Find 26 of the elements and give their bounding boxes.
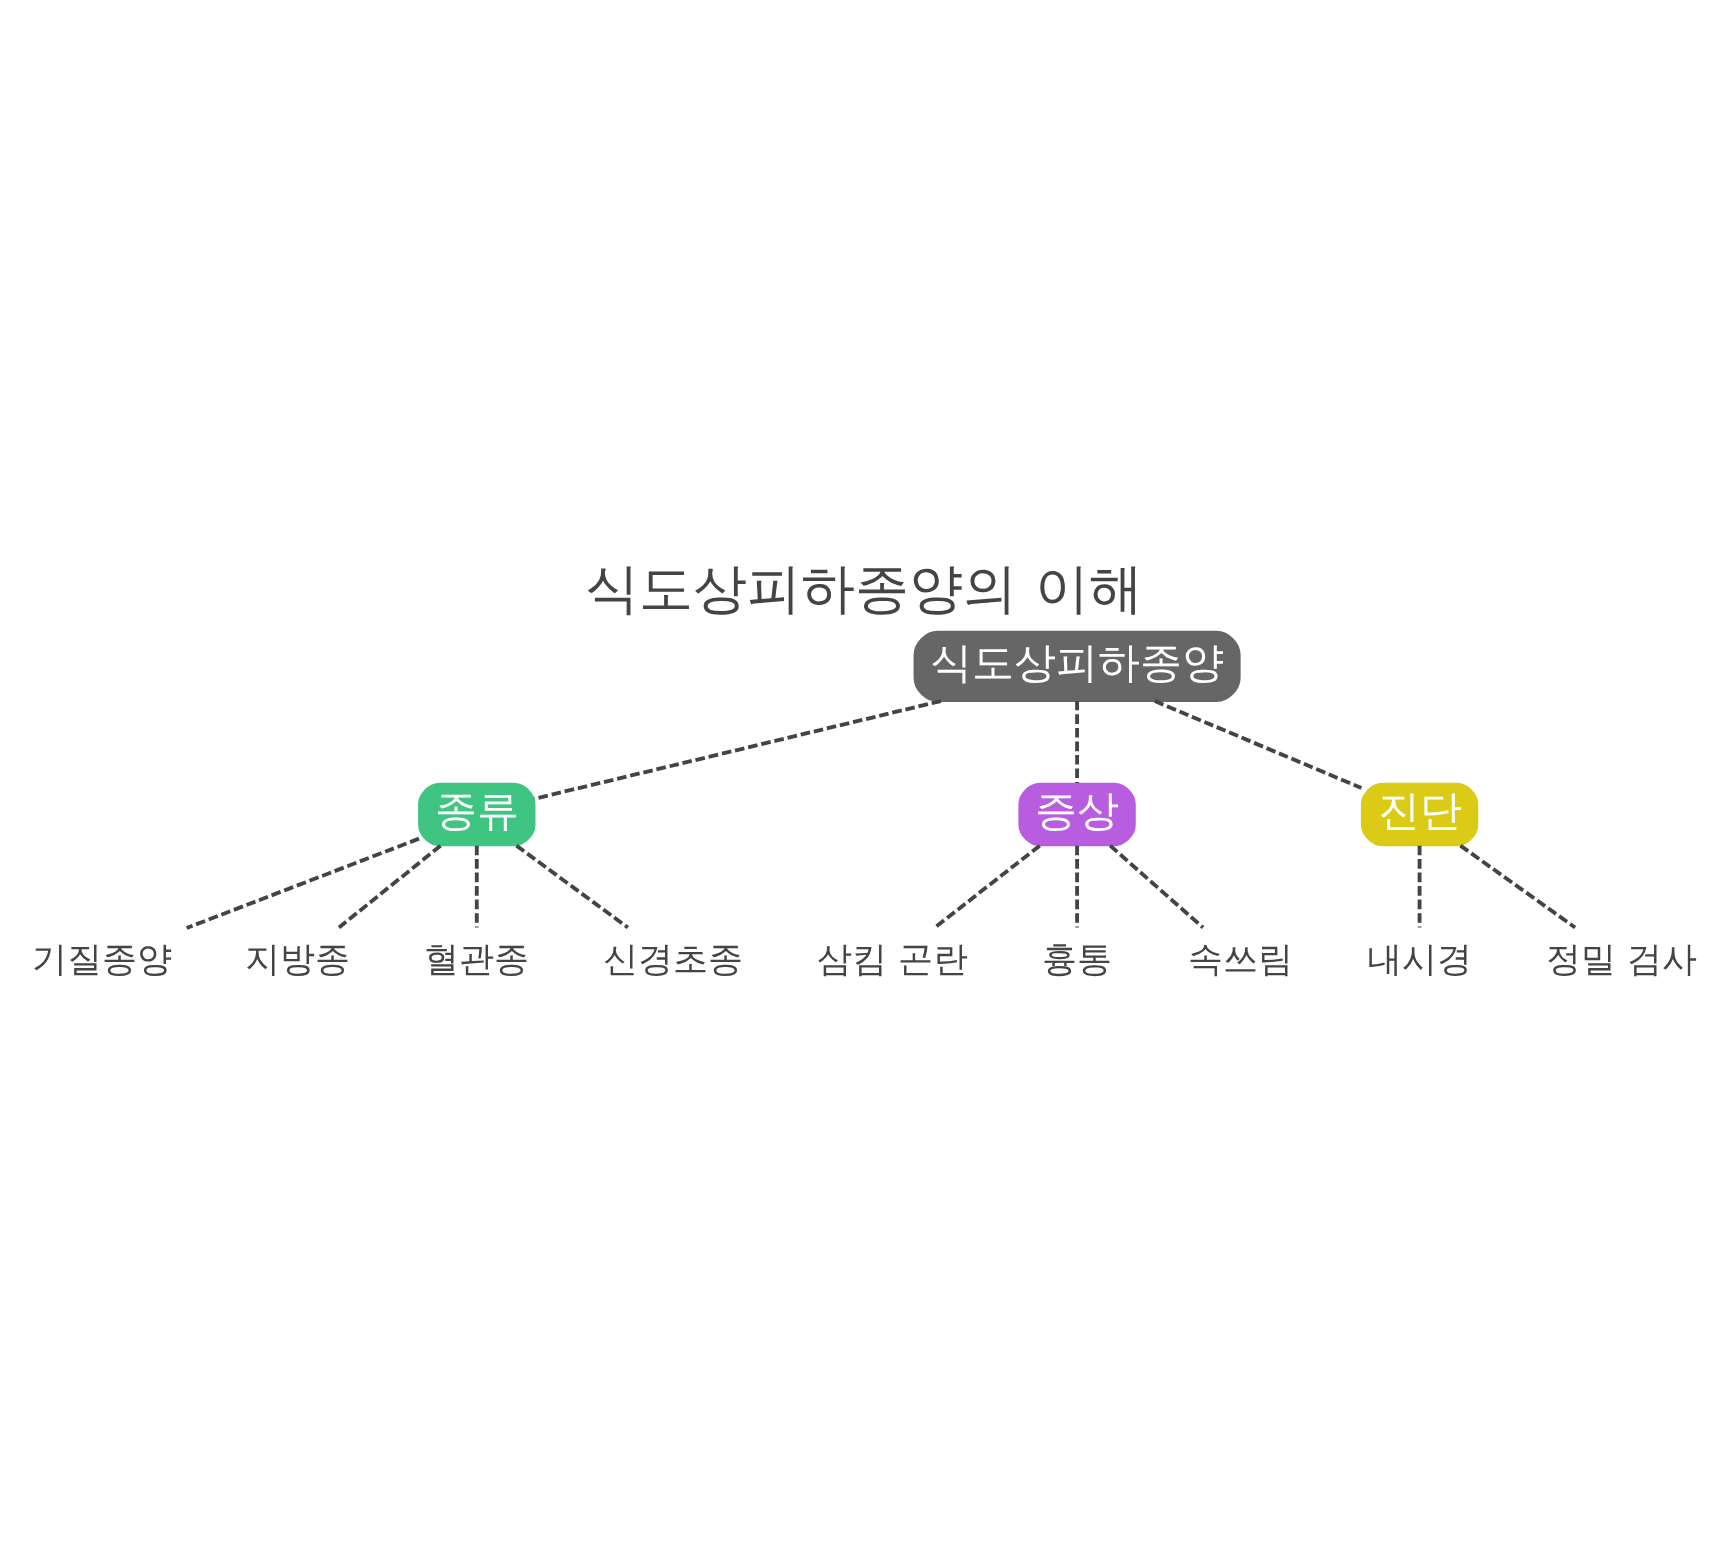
node-text: 속쓰림 [1188,938,1294,979]
node-text: 지방종 [245,938,351,979]
node-box: 종류 [418,782,536,846]
connector [933,843,1041,929]
connector [1417,845,1422,928]
node-text: 신경초종 [603,938,744,979]
node-text: 혈관종 [424,938,530,979]
connector [185,836,420,930]
connector [515,843,630,929]
node-box: 진단 [1360,782,1479,846]
connector [534,698,942,801]
connector [1154,698,1363,790]
connector [1108,843,1205,929]
connector [337,843,442,929]
connector [1075,845,1079,928]
connector [1459,843,1577,929]
node-box: 증상 [1018,782,1136,846]
node-text: 내시경 [1367,938,1473,979]
node-text: 정밀 검사 [1546,938,1698,979]
node-text: 기질종양 [31,938,172,979]
node-box: 식도상피하종양 [913,630,1241,702]
node-text: 흉통 [1042,938,1113,979]
node-text: 삼킴 곤란 [816,938,968,979]
connector [1075,700,1079,783]
connector [474,845,479,928]
diagram-title: 식도상피하종양의 이해 [585,556,1143,620]
